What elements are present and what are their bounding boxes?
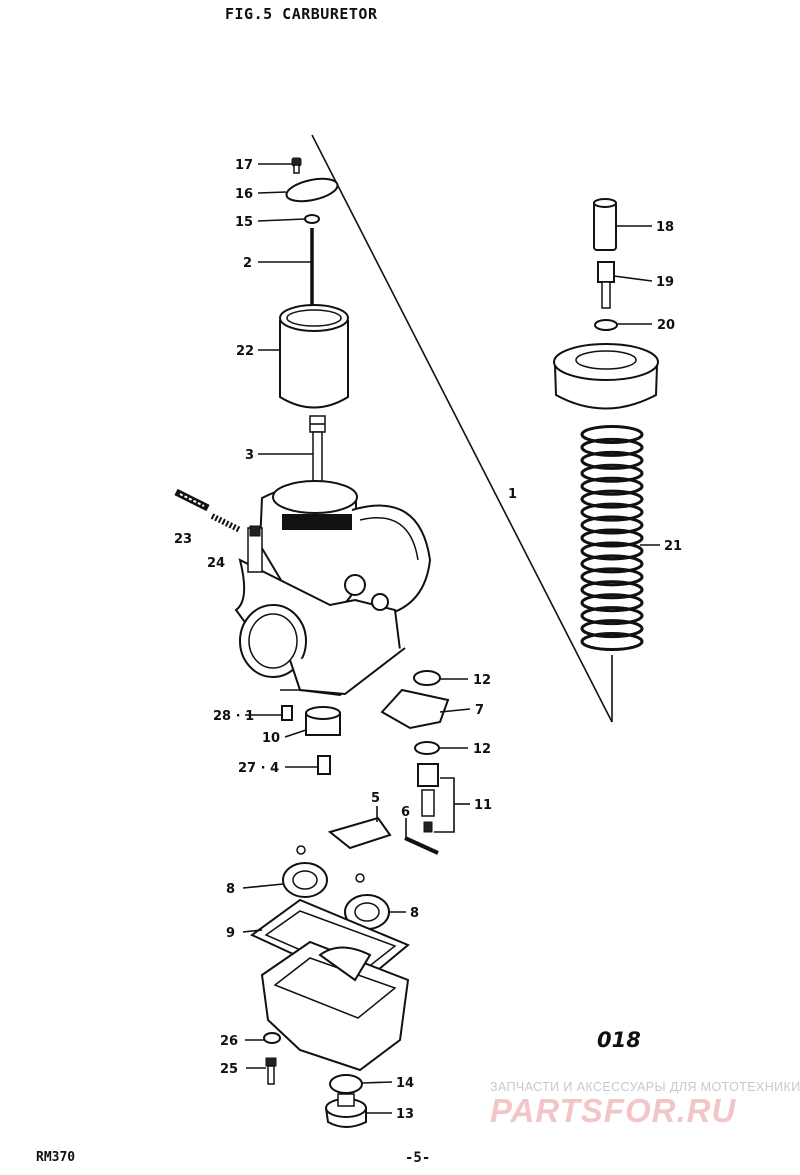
part-5-float-arm (327, 816, 392, 850)
part-15-clip (304, 214, 320, 224)
callout-10: 10 (262, 731, 280, 746)
part-8-float-left (282, 862, 328, 898)
callout-11: 11 (474, 798, 492, 813)
part-27-jet (317, 755, 331, 775)
spring-coil (580, 502, 644, 522)
part-12-washer-upper (413, 670, 441, 686)
callout-26: 26 (220, 1034, 238, 1049)
spring-coil (580, 541, 644, 561)
spring-coil (580, 593, 644, 613)
callout-9: 9 (226, 926, 235, 941)
spring-coil (580, 424, 644, 444)
part-23-screw (174, 488, 210, 512)
callout-17: 17 (235, 158, 253, 173)
spring-coil (580, 489, 644, 509)
section-code: 018 (597, 1028, 641, 1052)
carburetor-body (234, 480, 432, 697)
part-3-needle-jet (309, 415, 326, 493)
model-name: RM370 (36, 1150, 76, 1165)
part-21-spring (580, 424, 644, 652)
callout-12-upper: 12 (473, 673, 491, 688)
callout-3: 3 (245, 448, 254, 463)
part-16-plate (285, 177, 339, 203)
part-14-o-ring (329, 1074, 363, 1094)
watermark-caption: ЗАПЧАСТИ И АКСЕССУАРЫ ДЛЯ МОТОТЕХНИКИ (490, 1080, 800, 1094)
part-6-pin (404, 836, 439, 855)
spring-coil (580, 476, 644, 496)
part-8-float-right (344, 894, 390, 930)
spring-coil (580, 463, 644, 483)
part-24-spring (210, 513, 242, 533)
part-11-float-valve (417, 763, 439, 833)
watermark-logo: PARTSFOR.RU (490, 1092, 737, 1129)
callout-7: 7 (475, 703, 484, 718)
leader-lines (242, 163, 660, 1114)
callout-5: 5 (371, 791, 380, 806)
spring-coil (580, 554, 644, 574)
mixing-chamber-top (553, 343, 659, 410)
callout-labels: 17 16 15 2 22 3 23 24 18 19 20 21 1 12 7… (174, 158, 682, 1122)
part-10-main-jet-holder (305, 706, 341, 736)
spring-coil (580, 632, 644, 652)
part-18-cap (593, 198, 617, 251)
callout-15: 15 (235, 215, 253, 230)
part-12-washer-lower (414, 741, 440, 755)
spring-coil (580, 580, 644, 600)
spring-coil (580, 437, 644, 457)
assembly-guide-line (311, 134, 613, 723)
callout-12-lower: 12 (473, 742, 491, 757)
callout-2: 2 (243, 256, 252, 271)
part-22-throttle-valve (279, 304, 349, 409)
callout-27: 27 · 4 (238, 761, 279, 776)
page-number: -5- (405, 1150, 431, 1166)
callout-22: 22 (236, 344, 254, 359)
part-26-washer (263, 1032, 281, 1044)
callout-8-left: 8 (226, 882, 235, 897)
callout-19: 19 (656, 275, 674, 290)
part-13-drain-plug (325, 1093, 367, 1128)
callout-14: 14 (396, 1076, 414, 1091)
callout-28: 28 · 1 (213, 709, 254, 724)
callout-18: 18 (656, 220, 674, 235)
callout-6: 6 (401, 805, 410, 820)
callout-13: 13 (396, 1107, 414, 1122)
callout-1: 1 (508, 487, 517, 502)
spring-coil (580, 450, 644, 470)
callout-23: 23 (174, 532, 192, 547)
part-19-adjuster (597, 261, 615, 309)
callout-24: 24 (207, 556, 225, 571)
float-chamber (260, 940, 410, 1072)
spring-coil (580, 567, 644, 587)
callout-21: 21 (664, 539, 682, 554)
figure-title: FIG.5 CARBURETOR (225, 5, 378, 23)
spring-coil (580, 606, 644, 626)
spring-coil (580, 619, 644, 639)
part-17-screw (291, 157, 302, 174)
callout-8-right: 8 (410, 906, 419, 921)
callout-25: 25 (220, 1062, 238, 1077)
spring-coil (580, 528, 644, 548)
part-28-plug (281, 705, 293, 721)
part-25-screw (265, 1057, 277, 1085)
part-7-plate (380, 688, 450, 730)
part-20-nut (594, 319, 618, 331)
callout-20: 20 (657, 318, 675, 333)
callout-16: 16 (235, 187, 253, 202)
spring-coil (580, 515, 644, 535)
